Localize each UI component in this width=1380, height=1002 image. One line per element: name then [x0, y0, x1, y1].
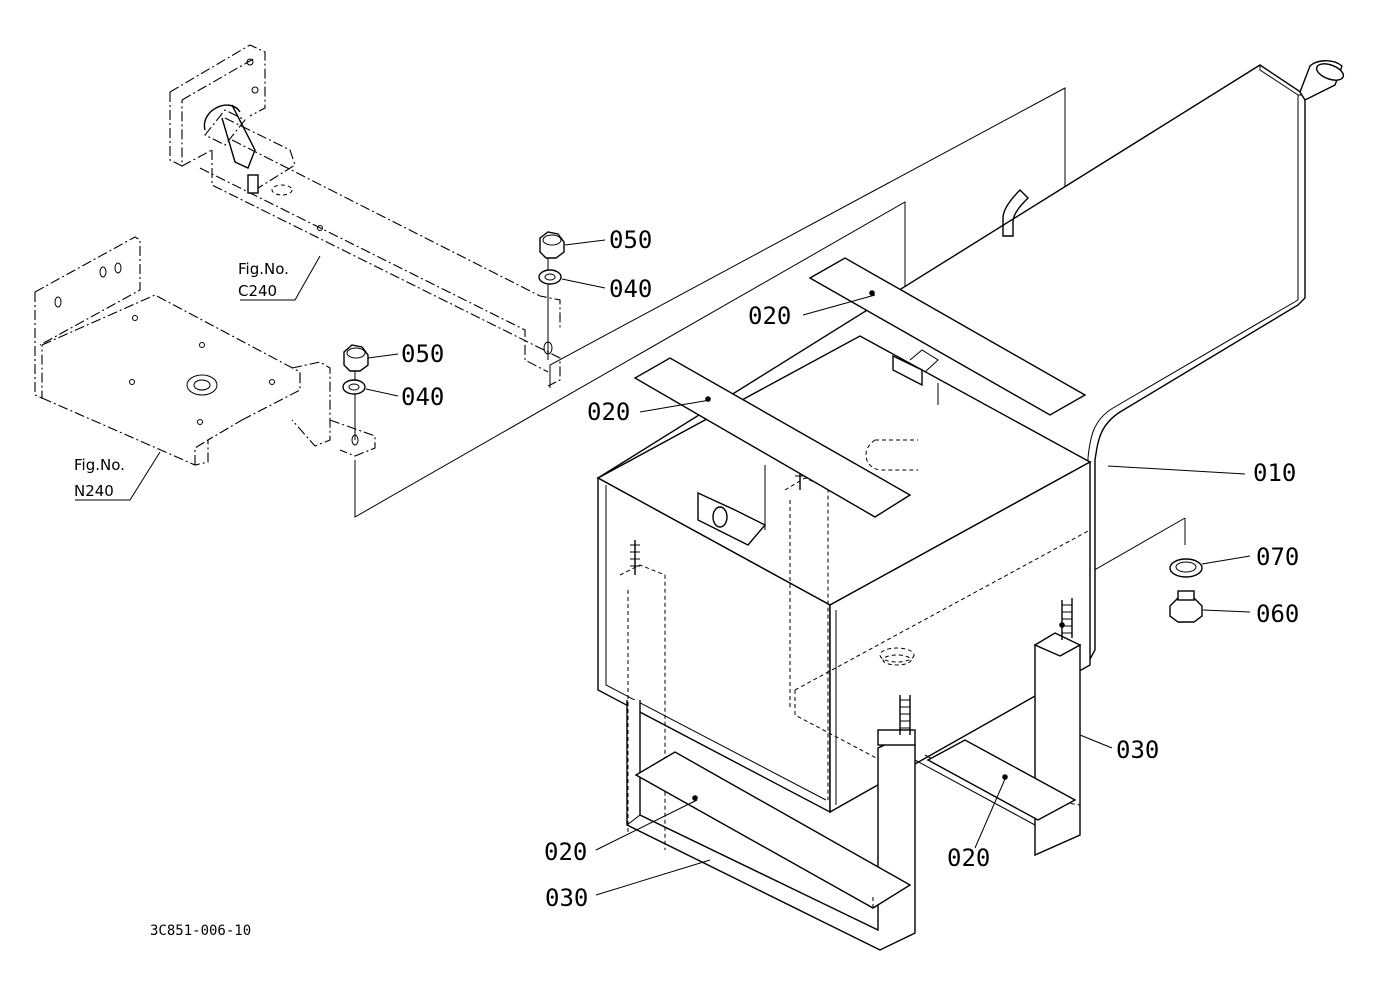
callout-030-bottom: 030: [545, 884, 588, 912]
callout-060: 060: [1256, 600, 1299, 628]
callout-050-upper: 050: [609, 226, 652, 254]
drawing-code: 3C851-006-10: [150, 923, 251, 939]
fasteners: [342, 231, 1203, 623]
figure-references: Fig.No. C240 Fig.No. N240: [74, 260, 289, 500]
ref-n240-line2: N240: [74, 482, 114, 500]
ref-n240-line1: Fig.No.: [74, 456, 125, 474]
callout-020-mid: 020: [587, 398, 630, 426]
callout-070: 070: [1256, 543, 1299, 571]
callout-040-upper: 040: [609, 275, 652, 303]
fuel-tank: [596, 60, 1345, 814]
callout-050-lower: 050: [401, 340, 444, 368]
callout-020-bottom-left: 020: [544, 838, 587, 866]
rubber-pads: [633, 257, 1087, 909]
callout-020-bottom-right: 020: [947, 844, 990, 872]
ref-c240-line1: Fig.No.: [238, 260, 289, 278]
callout-030-right: 030: [1116, 736, 1159, 764]
frame-bracket-n240: [34, 236, 376, 466]
frame-bracket-c240: [169, 44, 561, 387]
callout-040-lower: 040: [401, 383, 444, 411]
ref-c240-line2: C240: [238, 282, 277, 300]
callout-010: 010: [1253, 459, 1296, 487]
callout-labels: 010 020 020 020 020 030 030 050 040 050 …: [401, 226, 1299, 912]
callout-020-top: 020: [748, 302, 791, 330]
leader-lines: [75, 239, 1251, 896]
